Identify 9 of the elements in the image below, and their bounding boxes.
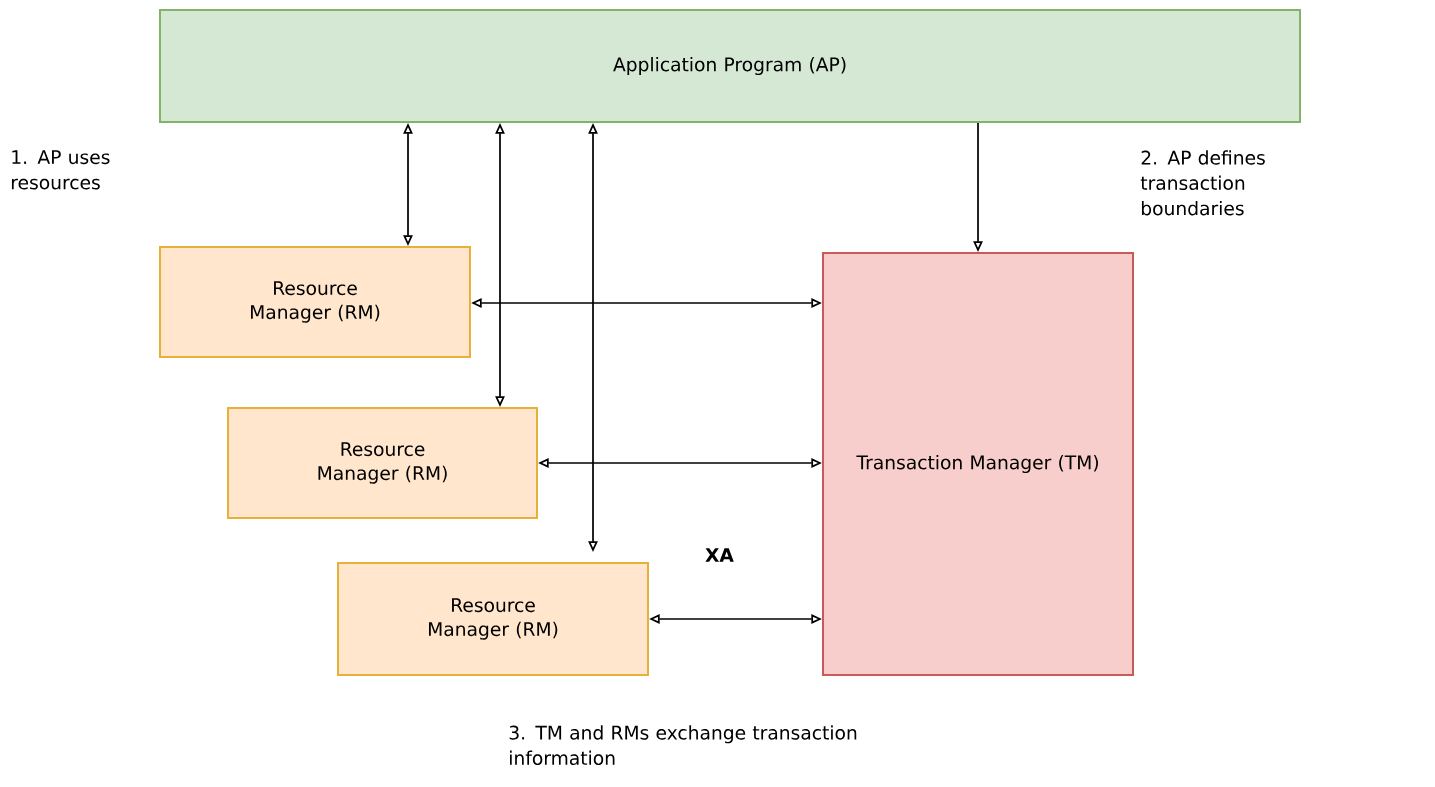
transaction-manager-box: Transaction Manager (TM) xyxy=(822,252,1134,676)
resource-manager-box: Resource Manager (RM) xyxy=(227,407,538,519)
note-text: 3. TM and RMs exchange transaction information xyxy=(509,725,857,766)
program-box: Application Program (AP) xyxy=(159,9,1301,123)
note-text: 1. AP uses resources xyxy=(11,150,110,190)
note-text: 2. AP defines transaction boundaries xyxy=(1140,150,1265,216)
note-text: XA xyxy=(705,548,734,562)
resource-manager-box: Resource Manager (RM) xyxy=(337,562,649,676)
resource-manager-box: Resource Manager (RM) xyxy=(159,246,471,358)
